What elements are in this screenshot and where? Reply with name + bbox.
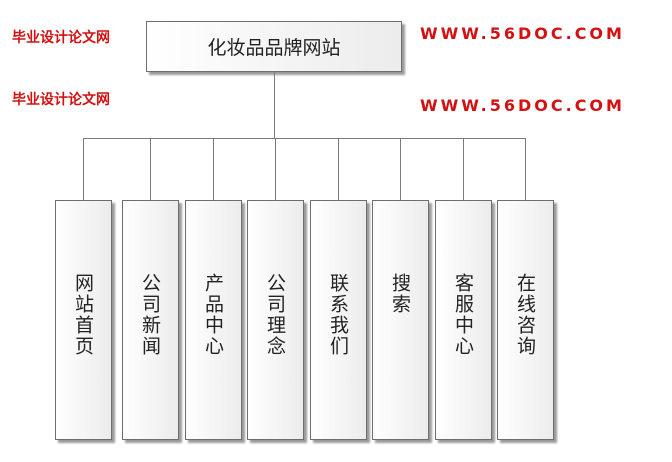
watermark-url: WWW.56DOC.COM <box>420 24 625 43</box>
child-label: 产品中心 <box>202 273 224 357</box>
child-label: 客服中心 <box>452 273 474 357</box>
child-connector <box>463 138 464 200</box>
child-label: 联系我们 <box>327 273 349 357</box>
child-connector <box>213 138 214 200</box>
child-label: 公司理念 <box>264 273 286 357</box>
child-label: 搜索 <box>389 273 411 315</box>
root-node: 化妆品品牌网站 <box>146 21 402 72</box>
child-node: 联系我们 <box>310 200 367 440</box>
root-connector <box>274 72 275 138</box>
child-connector <box>150 138 151 200</box>
child-node: 公司新闻 <box>122 200 179 440</box>
child-connector <box>525 138 526 200</box>
child-node: 在线咨询 <box>497 200 554 440</box>
child-node: 搜索 <box>372 200 429 440</box>
watermark-url: WWW.56DOC.COM <box>420 96 625 115</box>
child-node: 公司理念 <box>247 200 304 440</box>
horizontal-bus <box>83 138 526 139</box>
child-node: 产品中心 <box>185 200 242 440</box>
child-label: 在线咨询 <box>514 273 536 357</box>
child-node: 网站首页 <box>55 200 112 440</box>
root-label: 化妆品品牌网站 <box>207 37 341 59</box>
child-connector <box>275 138 276 200</box>
child-label: 公司新闻 <box>139 273 161 357</box>
child-label: 网站首页 <box>72 273 94 357</box>
child-connector <box>400 138 401 200</box>
watermark-cn: 毕业设计论文网 <box>12 92 110 108</box>
watermark-cn: 毕业设计论文网 <box>12 30 110 46</box>
child-connector <box>83 138 84 200</box>
child-connector <box>338 138 339 200</box>
child-node: 客服中心 <box>435 200 492 440</box>
